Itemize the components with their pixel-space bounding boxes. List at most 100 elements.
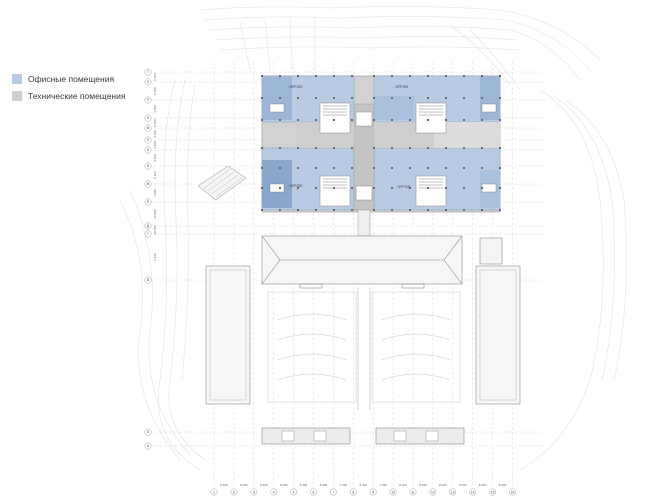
column — [261, 97, 263, 99]
column — [463, 167, 465, 169]
grid-row-bubble — [144, 428, 152, 436]
grid-row-span-label: 8 400 — [153, 87, 157, 95]
column — [445, 167, 447, 169]
column — [279, 119, 281, 121]
column — [373, 209, 375, 211]
column — [261, 75, 263, 77]
legend-item-technical: Технические помещения — [12, 88, 125, 104]
grid-row-span-label: 8 400 — [153, 253, 157, 261]
column — [499, 97, 501, 99]
grid-axis-bubble — [449, 488, 457, 496]
grid-row-letter: Л — [147, 138, 149, 142]
grid-axis-number: 5 — [293, 490, 295, 494]
grid-axis-number: 8 — [352, 490, 354, 494]
column — [427, 167, 429, 169]
column — [351, 147, 353, 149]
column — [391, 167, 393, 169]
grid-span-label: 7 200 — [379, 483, 387, 487]
grid-row-span-label: 3 600 — [153, 105, 157, 113]
grid-axis-bubble — [509, 488, 516, 496]
column — [445, 75, 447, 77]
grid-axis-bubble — [290, 488, 297, 496]
grid-row-letter: Н — [147, 116, 150, 120]
column — [427, 97, 429, 99]
grid-row-letter: Г — [147, 232, 149, 236]
grid-axis-bubble — [369, 488, 377, 496]
column — [481, 187, 483, 189]
grid-row-letter: М — [147, 126, 150, 130]
grid-axis-number: 14 — [471, 490, 475, 494]
grid-axis-bubble — [489, 488, 496, 496]
grid-row-span-label: 12 000 — [153, 209, 157, 219]
column — [481, 75, 483, 77]
grid-span-label: 8 400 — [479, 483, 487, 487]
grid-axis-number: 16 — [511, 490, 515, 494]
column — [351, 209, 353, 211]
column — [333, 119, 335, 121]
grid-row-letter: Ж — [147, 182, 150, 186]
column — [261, 167, 263, 169]
column — [279, 209, 281, 211]
column — [261, 209, 263, 211]
grid-row-bubble — [144, 124, 152, 132]
column — [351, 167, 353, 169]
grid-axis-bubble — [429, 488, 437, 496]
column — [463, 75, 465, 77]
grid-row-span-label: 8 400 — [153, 119, 157, 127]
grid-axis-number: 7 — [332, 490, 334, 494]
column — [445, 209, 447, 211]
grid-row-letter: В — [147, 278, 149, 282]
column — [279, 167, 281, 169]
grid-row-letter: T — [147, 70, 149, 74]
grid-axis-number: 6 — [313, 490, 315, 494]
grid-axis-number: 13 — [451, 490, 455, 494]
column — [499, 75, 501, 77]
column — [297, 97, 299, 99]
column — [391, 75, 393, 77]
grid-row-span-label: 3 600 — [153, 189, 157, 197]
column — [481, 167, 483, 169]
column — [315, 97, 317, 99]
grid-axis-number: 1 — [213, 490, 215, 494]
column — [333, 147, 335, 149]
courtyard — [267, 288, 461, 410]
grid-row-letter: Б — [147, 430, 149, 434]
grid-span-label: 8 400 — [439, 483, 447, 487]
grid-span-label: 8 400 — [320, 483, 328, 487]
column — [427, 75, 429, 77]
column — [297, 147, 299, 149]
site-contours — [119, 6, 627, 471]
grid-axis-bubble — [270, 488, 278, 496]
office-label-ne: OFFICE — [395, 85, 409, 89]
column — [261, 119, 263, 121]
office-building — [261, 75, 501, 237]
column — [499, 147, 501, 149]
grid-row-bubble — [144, 198, 152, 206]
grid-span-label: 8 400 — [459, 483, 467, 487]
legend: Офисные помещения Технические помещения — [12, 71, 125, 105]
grid-row-span-label: 4 200 — [153, 130, 157, 138]
column — [481, 97, 483, 99]
grid-axis-bubble — [389, 488, 397, 496]
grid-row-bubble — [144, 136, 152, 144]
grid-row-span-label: 8 400 — [153, 171, 157, 179]
grid-axis-bubble — [409, 488, 417, 496]
grid-axis-bubble — [329, 488, 337, 496]
column — [333, 75, 335, 77]
side-building-west — [205, 265, 251, 405]
technical-swatch — [12, 91, 22, 101]
column — [391, 187, 393, 189]
bottom-blocks — [261, 427, 465, 445]
column — [315, 209, 317, 211]
column — [279, 187, 281, 189]
column — [391, 147, 393, 149]
grid-axis-number: 3 — [253, 490, 255, 494]
podium-roof — [261, 235, 463, 289]
column — [409, 167, 411, 169]
column — [409, 97, 411, 99]
office-label-nw: OFFICE — [289, 85, 303, 89]
column — [333, 97, 335, 99]
grid-row-bubble — [144, 222, 152, 230]
column — [351, 119, 353, 121]
